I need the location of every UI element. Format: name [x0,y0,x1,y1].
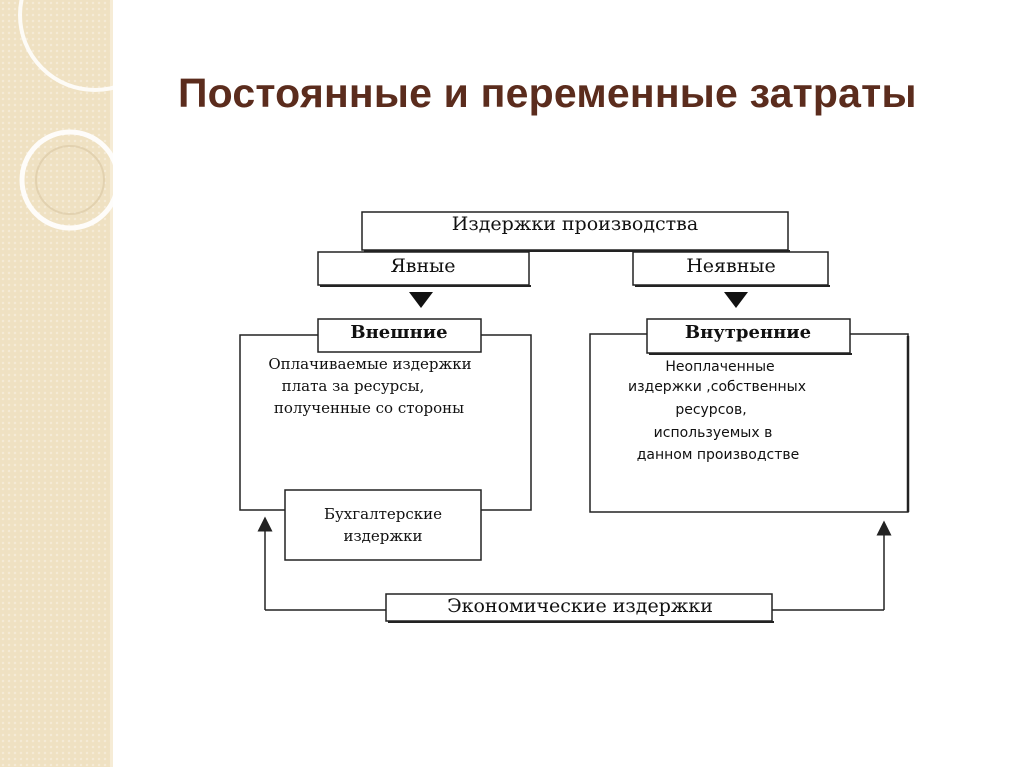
box-production-costs: Издержки производства [361,211,790,252]
accounting-line-1: Бухгалтерские [324,505,442,523]
box-explicit: Явные [317,251,531,287]
slide-title: Постоянные и переменные затраты [178,70,917,116]
region-internal: Внутренние Неоплаченные издержки ,собств… [589,318,910,513]
decorative-circles [18,0,130,231]
arrow-down-left-icon [409,292,433,308]
label-production-costs: Издержки производства [452,213,698,235]
box-implicit: Неявные [632,251,830,287]
economic-feedback-arrows [257,516,892,611]
region-external: Внешние Оплачиваемые издержки плата за р… [239,318,532,511]
box-accounting-costs: Бухгалтерские издержки [284,489,482,561]
internal-desc-line-4: используемых в [654,425,773,441]
internal-desc-line-1: Неоплаченные [665,359,774,375]
label-economic-costs: Экономические издержки [447,595,713,617]
slide-sidebar-decor [0,0,110,767]
label-implicit: Неявные [686,255,776,277]
external-desc-line-3: полученные со стороны [274,399,464,417]
label-explicit: Явные [390,255,455,277]
arrow-down-right-icon [724,292,748,308]
label-external: Внешние [350,322,447,343]
internal-desc-line-5: данном производстве [637,447,800,463]
external-desc-line-2: плата за ресурсы, [282,377,425,395]
sidebar-edge [110,0,113,767]
internal-desc-line-2: издержки ,собственных [628,379,806,395]
external-desc-line-1: Оплачиваемые издержки [268,355,471,373]
label-internal: Внутренние [685,322,811,343]
accounting-line-2: издержки [343,527,422,545]
box-economic-costs: Экономические издержки [385,593,774,623]
internal-desc-line-3: ресурсов, [675,402,746,418]
